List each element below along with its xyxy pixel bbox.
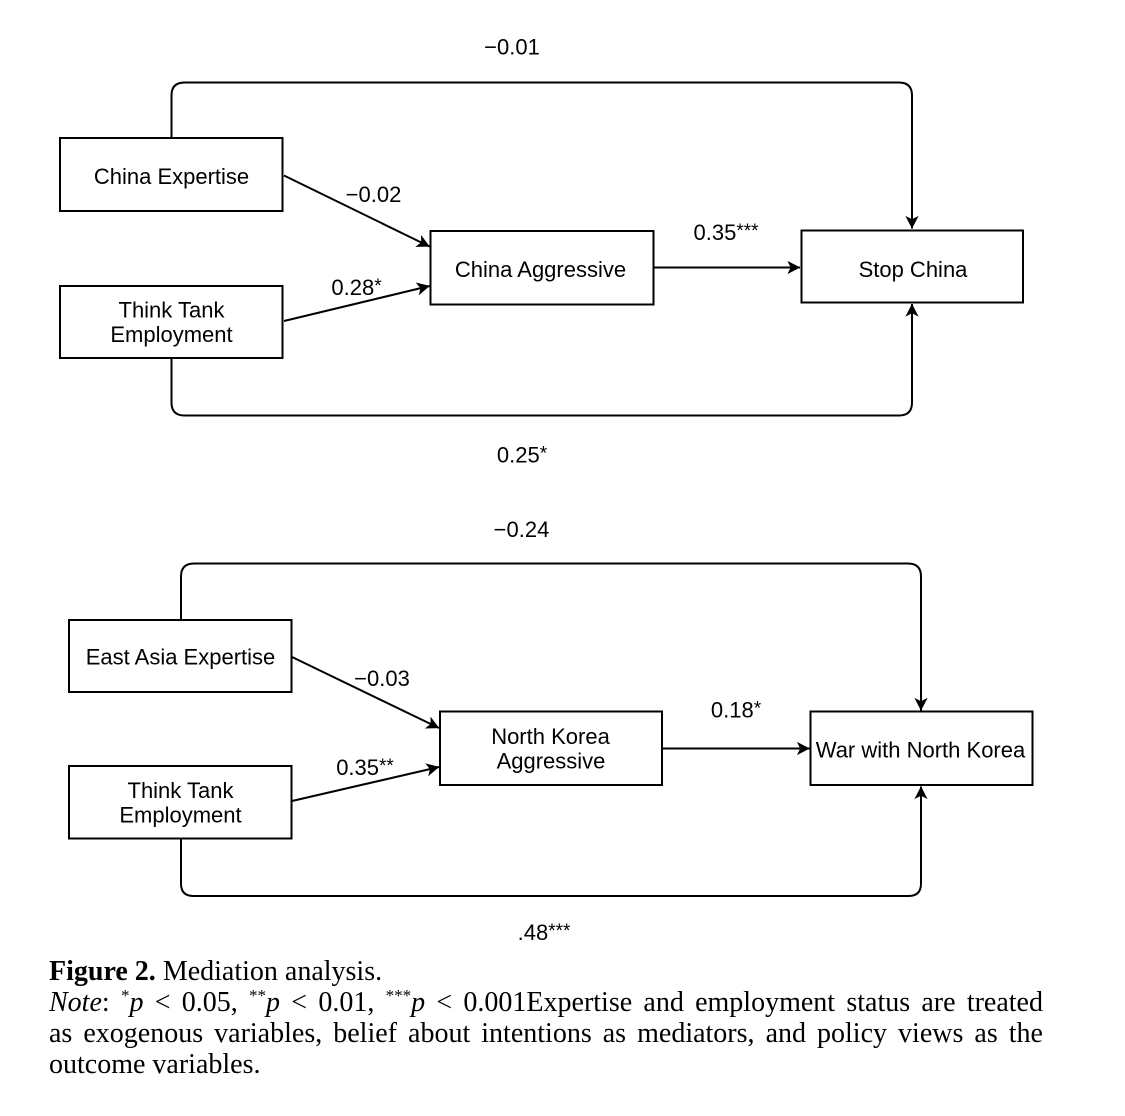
svg-text:Employment: Employment	[110, 322, 232, 347]
svg-text:.48***: .48***	[518, 920, 571, 945]
svg-text:0.28*: 0.28*	[331, 275, 382, 300]
svg-text:Stop China: Stop China	[859, 257, 969, 282]
svg-text:Aggressive: Aggressive	[497, 749, 606, 774]
svg-text:North Korea: North Korea	[491, 724, 610, 749]
svg-text:−0.03: −0.03	[354, 666, 410, 691]
svg-text:China Aggressive: China Aggressive	[455, 257, 626, 282]
svg-text:−0.24: −0.24	[494, 517, 550, 542]
svg-text:−0.02: −0.02	[346, 182, 402, 207]
svg-text:War with North Korea: War with North Korea	[816, 738, 1026, 763]
svg-text:China Expertise: China Expertise	[94, 164, 249, 189]
svg-text:−0.01: −0.01	[484, 35, 540, 60]
svg-text:East Asia Expertise: East Asia Expertise	[86, 645, 276, 670]
svg-text:Employment: Employment	[119, 803, 241, 828]
svg-text:Think Tank: Think Tank	[119, 298, 226, 323]
svg-text:0.18*: 0.18*	[711, 698, 762, 723]
svg-text:Think Tank: Think Tank	[128, 778, 235, 803]
svg-text:0.35**: 0.35**	[336, 755, 394, 780]
svg-text:0.25*: 0.25*	[497, 443, 548, 468]
svg-text:0.35***: 0.35***	[693, 220, 759, 245]
